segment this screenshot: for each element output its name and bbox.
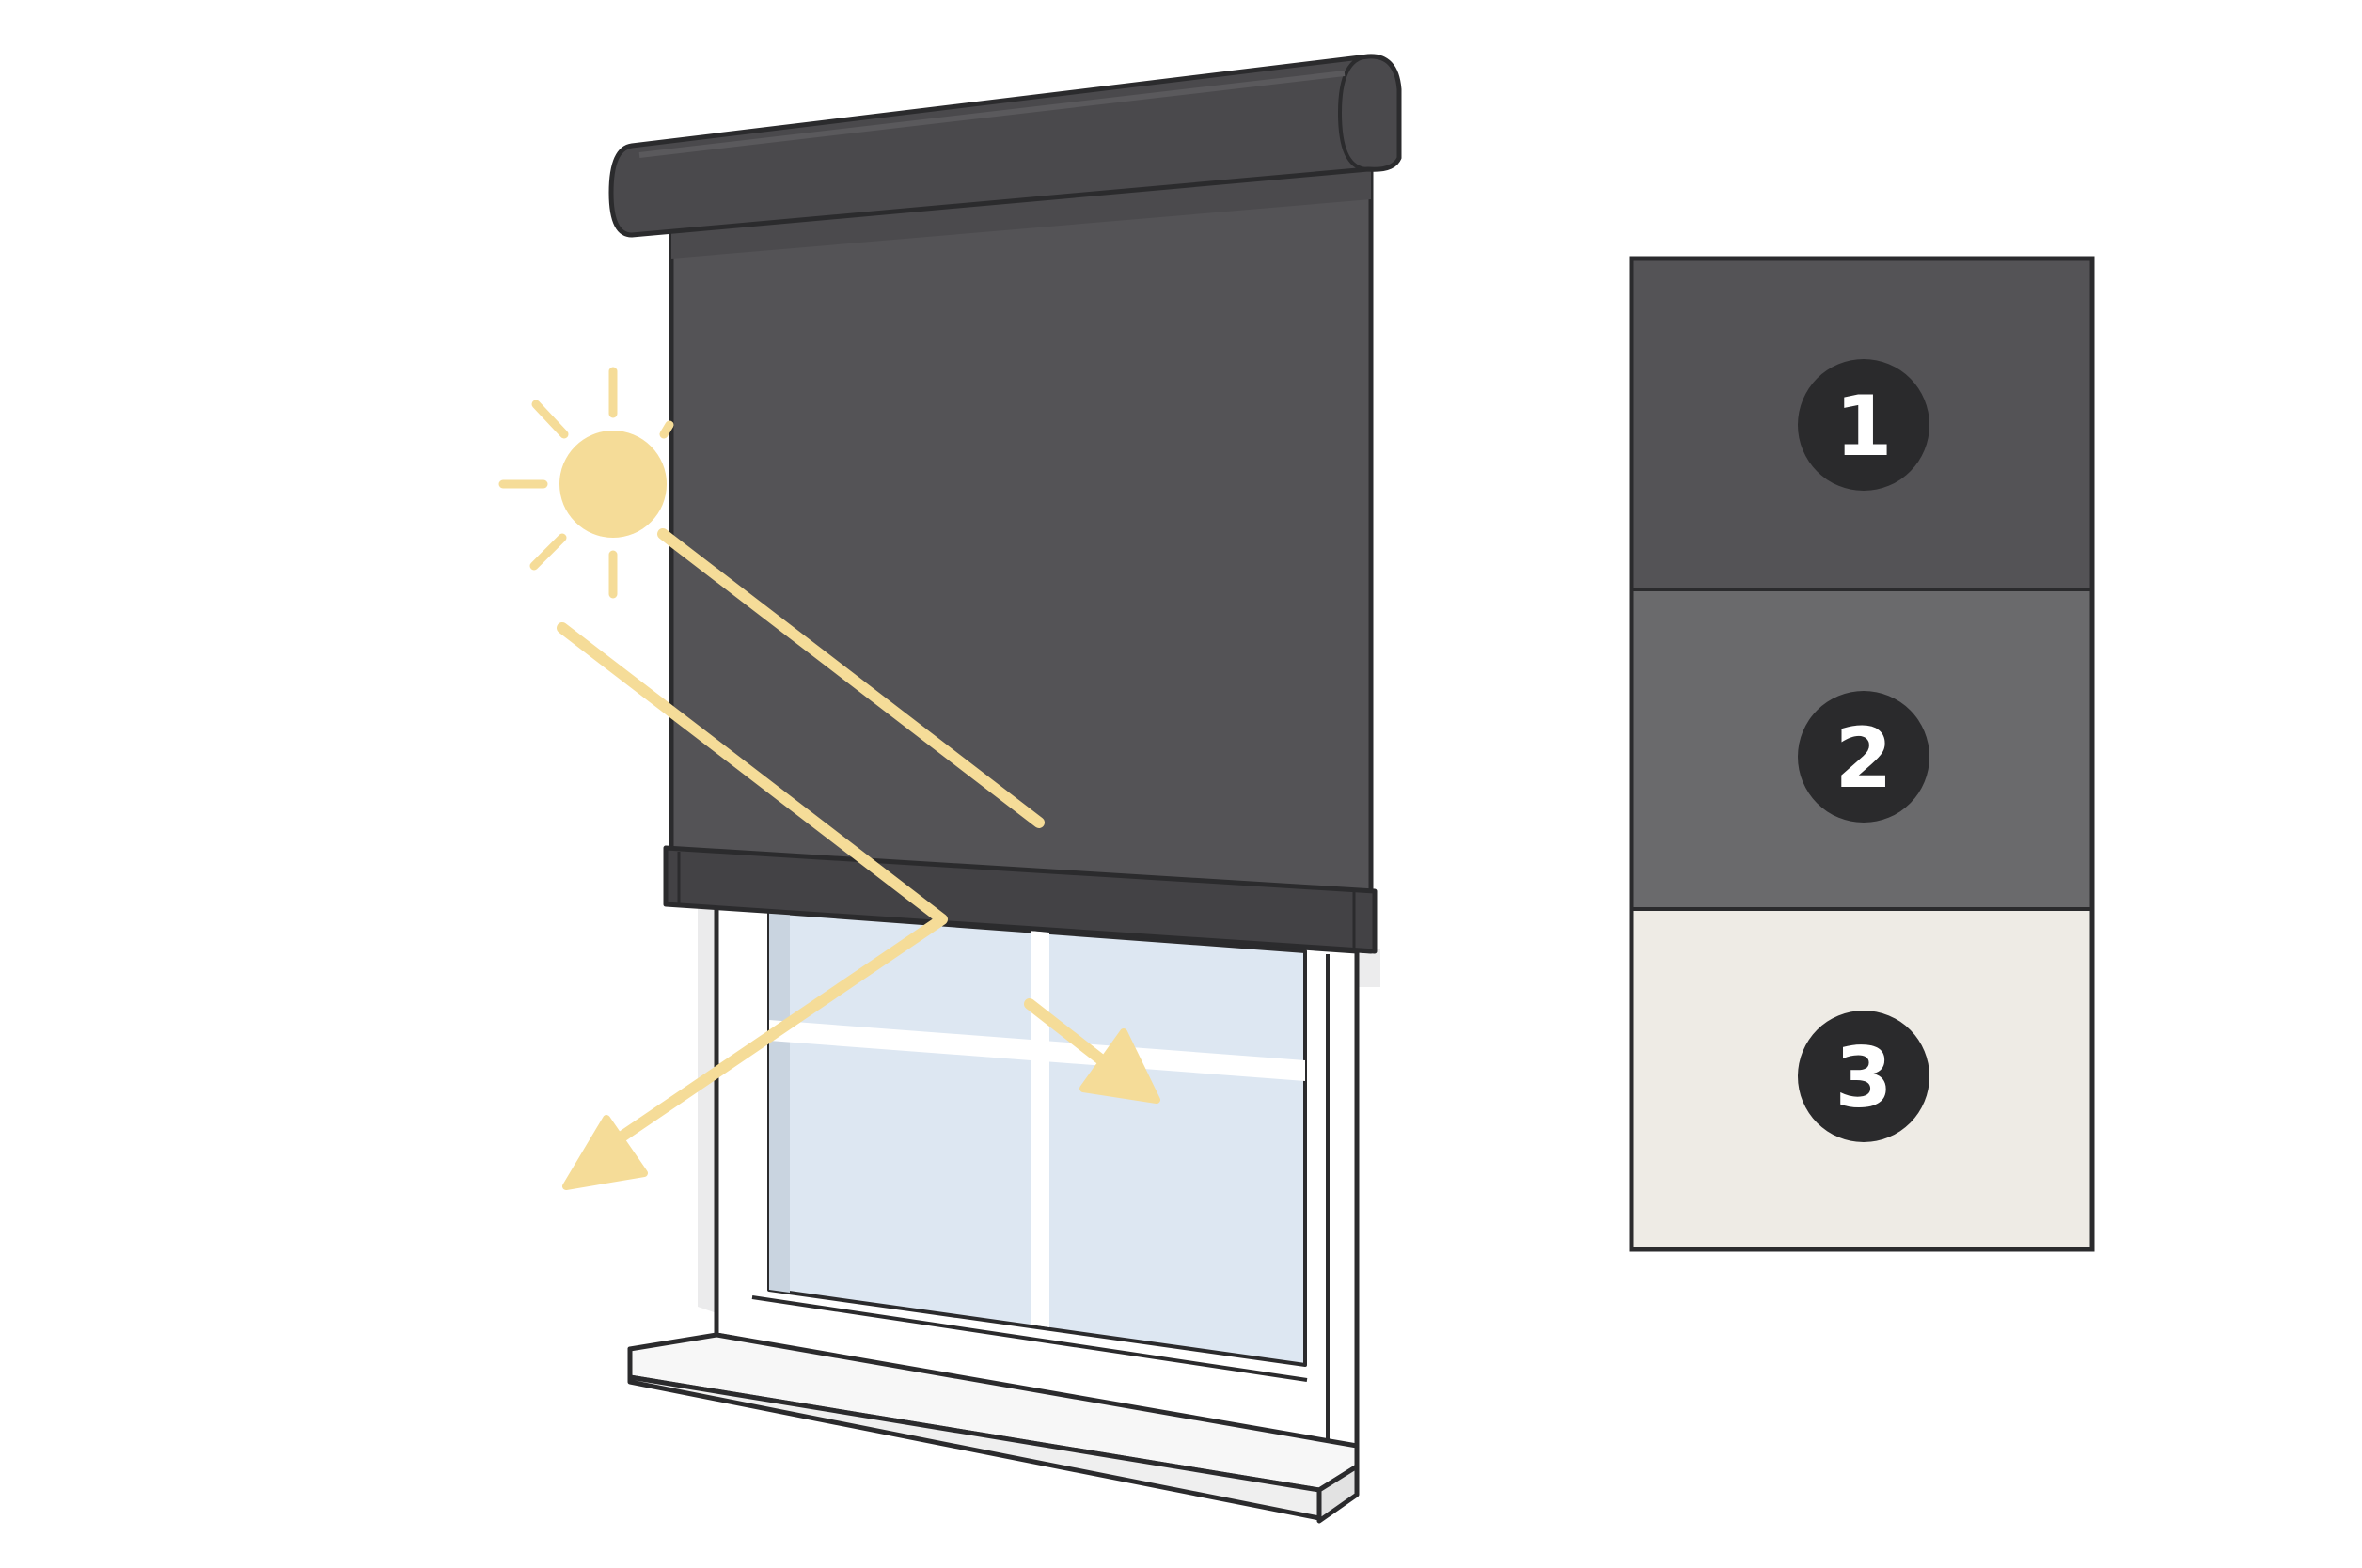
layer-badge-1-label: 1 bbox=[1834, 378, 1892, 475]
sun-ray-bottom-left bbox=[529, 533, 567, 571]
window bbox=[627, 902, 1380, 1524]
layer-badge-2-label: 2 bbox=[1834, 710, 1892, 807]
reflected-ray-arrowhead bbox=[562, 1115, 648, 1190]
light-rays bbox=[557, 528, 1160, 1190]
sun-icon bbox=[498, 367, 674, 599]
transmitted-ray-arrow bbox=[1024, 998, 1108, 1066]
roller-housing-end-cap bbox=[1337, 55, 1369, 171]
absorbed-ray bbox=[657, 528, 1045, 828]
roller-housing-highlight bbox=[638, 71, 1346, 158]
window-glass-shade bbox=[769, 912, 790, 1293]
window-muntin-vertical bbox=[1031, 931, 1049, 1327]
sun-ray-top-right bbox=[659, 420, 674, 439]
legend-border bbox=[1629, 256, 2095, 1252]
blind-fabric bbox=[669, 165, 1374, 954]
window-reveal-shadow bbox=[698, 902, 719, 1314]
layer-badge-3: 3 bbox=[1798, 1011, 1929, 1142]
fabric-layer-legend: 1 2 3 bbox=[1629, 256, 2095, 1252]
layer-badge-2: 2 bbox=[1798, 691, 1929, 823]
layer-badge-2-circle bbox=[1798, 691, 1929, 823]
sun-ray-top-left bbox=[531, 400, 569, 439]
layer-badge-1: 1 bbox=[1798, 359, 1929, 491]
blind-housing-shadow bbox=[671, 167, 1371, 259]
sun-core bbox=[559, 431, 667, 538]
transmitted-ray-arrowhead bbox=[1079, 1028, 1160, 1104]
window-sill-side bbox=[1316, 1464, 1360, 1524]
layer-badge-3-circle bbox=[1798, 1011, 1929, 1142]
roller-blind bbox=[608, 54, 1402, 954]
window-inner-frame-bottom bbox=[751, 1295, 1308, 1382]
layer-badge-1-circle bbox=[1798, 359, 1929, 491]
reflected-ray-arrow bbox=[557, 622, 948, 1143]
layer-badge-3-label: 3 bbox=[1834, 1029, 1892, 1126]
blind-bottom-rail bbox=[663, 845, 1378, 954]
